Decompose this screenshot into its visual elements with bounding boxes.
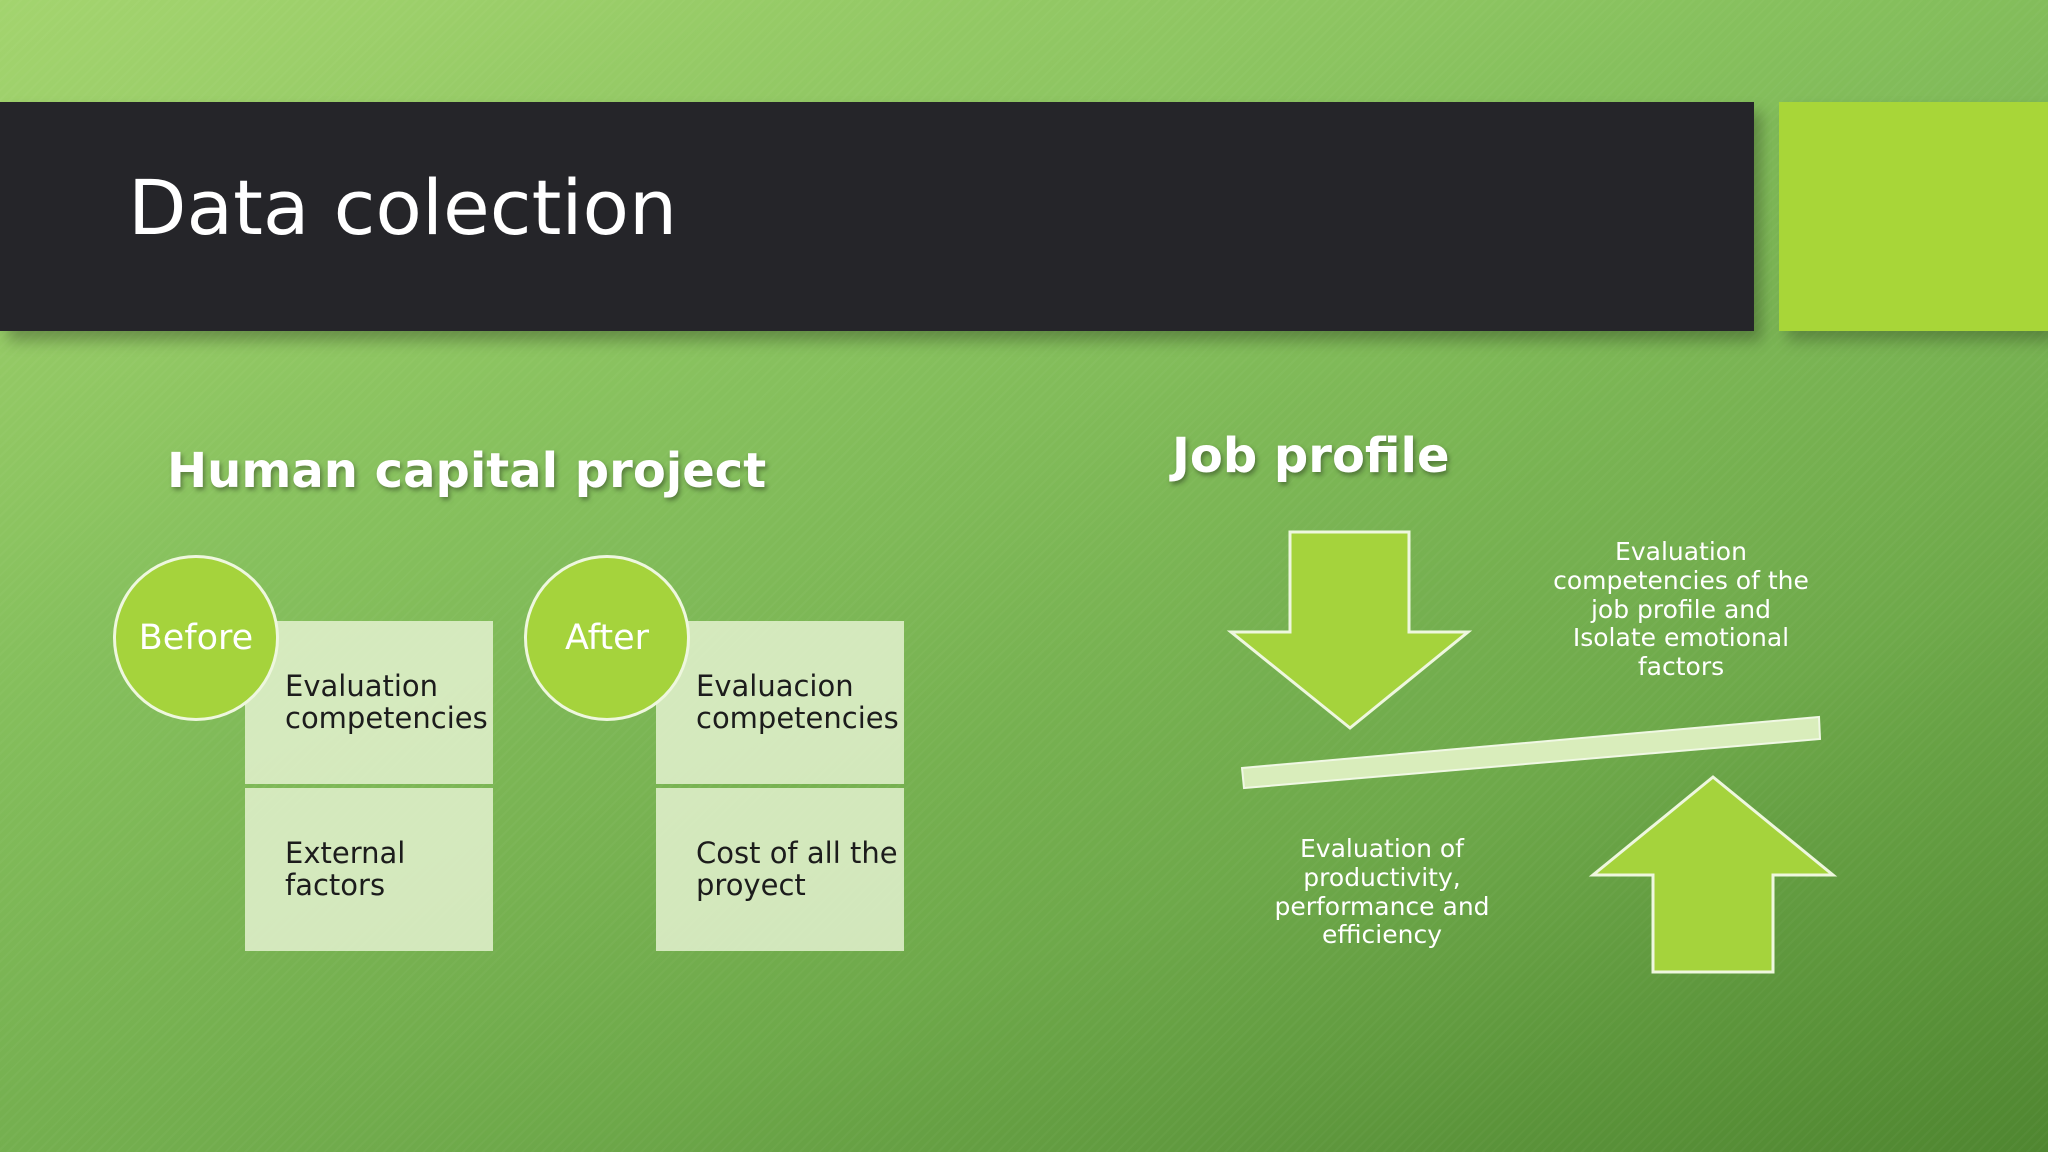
after-item-1-text: Evaluacion competencies	[696, 669, 899, 735]
after-item-2-text: Cost of all the proyect	[696, 836, 898, 902]
after-circle-label: After	[564, 618, 650, 658]
slide-title: Data colection	[128, 163, 678, 252]
after-circle: After	[524, 555, 690, 721]
top-caption: Evaluation competencies of the job profi…	[1553, 537, 1809, 681]
before-item-2-text: External factors	[285, 836, 406, 902]
up-arrow-shape	[1588, 775, 1838, 974]
after-item-1: Evaluacion competencies	[656, 621, 904, 784]
down-arrow-shape	[1226, 530, 1473, 730]
human-capital-heading: Human capital project	[167, 443, 767, 499]
before-item-2: External factors	[245, 788, 493, 951]
before-circle: Before	[113, 555, 279, 721]
before-item-1-text: Evaluation competencies	[285, 669, 488, 735]
title-bar	[0, 102, 1754, 331]
before-item-1: Evaluation competencies	[245, 621, 493, 784]
accent-square	[1779, 102, 2048, 331]
job-profile-heading: Job profile	[1172, 428, 1450, 484]
before-circle-label: Before	[138, 618, 254, 658]
bottom-caption: Evaluation of productivity, performance …	[1274, 834, 1490, 950]
after-item-2: Cost of all the proyect	[656, 788, 904, 951]
balance-beam	[1240, 715, 1822, 790]
